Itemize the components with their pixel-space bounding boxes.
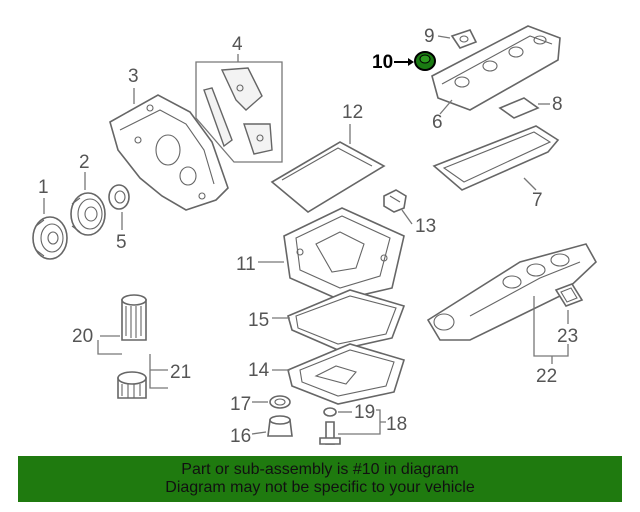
callout-13: 13 xyxy=(415,216,436,237)
part-17-drain-plug-gasket[interactable] xyxy=(269,395,291,409)
part-21-oil-filter-cap[interactable] xyxy=(117,371,147,399)
callout-6: 6 xyxy=(432,112,443,133)
callout-7: 7 xyxy=(532,190,543,211)
part-15-oil-pan-gasket[interactable] xyxy=(287,289,406,351)
callout-23: 23 xyxy=(557,326,578,347)
part-19-o-ring[interactable] xyxy=(323,407,337,417)
callout-10: 10 xyxy=(372,52,393,73)
callout-17: 17 xyxy=(230,394,251,415)
callout-1: 1 xyxy=(38,177,49,198)
part-14-oil-pan-lower[interactable] xyxy=(287,343,406,405)
callout-5: 5 xyxy=(116,232,127,253)
callout-22: 22 xyxy=(536,366,557,387)
part-20-oil-filter-element[interactable] xyxy=(121,294,147,341)
callout-4: 4 xyxy=(232,34,243,55)
part-info-banner: Part or sub-assembly is #10 in diagram D… xyxy=(18,456,622,502)
part-18-oil-level-sensor-bolt[interactable] xyxy=(319,421,341,445)
banner-line-2: Diagram may not be specific to your vehi… xyxy=(165,479,475,496)
part-5-front-seal[interactable] xyxy=(108,184,130,210)
part-13-oil-level-sensor[interactable] xyxy=(383,189,407,213)
part-12-oil-baffle[interactable] xyxy=(270,141,386,213)
callout-3: 3 xyxy=(128,66,139,87)
callout-21: 21 xyxy=(170,362,191,383)
part-2-vibration-damper[interactable] xyxy=(70,192,106,236)
callout-18: 18 xyxy=(386,414,407,435)
part-9-gasket[interactable] xyxy=(450,29,478,49)
callout-12: 12 xyxy=(342,102,363,123)
part-8-gasket[interactable] xyxy=(498,97,540,119)
callout-15: 15 xyxy=(248,310,269,331)
part-11-oil-pan-upper[interactable] xyxy=(283,207,405,301)
part-4-timing-guide-kit[interactable] xyxy=(195,61,283,163)
callout-9: 9 xyxy=(424,26,435,47)
callout-19: 19 xyxy=(354,402,375,423)
part-6-valve-cover[interactable] xyxy=(431,25,561,111)
callout-2: 2 xyxy=(79,152,90,173)
callout-20: 20 xyxy=(72,326,93,347)
part-1-crank-pulley[interactable] xyxy=(32,216,68,260)
part-7-valve-cover-gasket[interactable] xyxy=(432,125,560,191)
part-3-timing-cover[interactable] xyxy=(109,94,229,211)
callout-11: 11 xyxy=(236,254,256,275)
part-22-exhaust-manifold[interactable] xyxy=(426,243,598,341)
callout-16: 16 xyxy=(230,426,251,447)
part-16-drain-plug[interactable] xyxy=(267,415,293,437)
part-10-oil-filler-cap[interactable] xyxy=(414,51,436,71)
parts-diagram: 1 2 5 3 4 12 xyxy=(32,25,598,447)
callout-14: 14 xyxy=(248,360,270,381)
banner-line-1: Part or sub-assembly is #10 in diagram xyxy=(181,461,459,478)
callout-8: 8 xyxy=(552,94,563,115)
part-23-manifold-gasket[interactable] xyxy=(554,283,584,307)
